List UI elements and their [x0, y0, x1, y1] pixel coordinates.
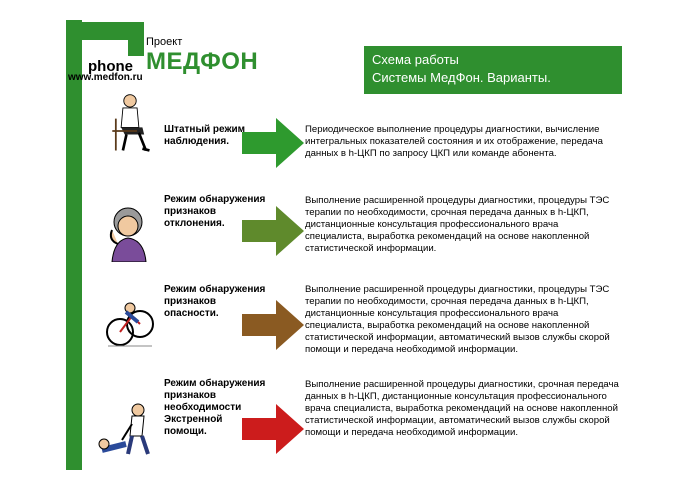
description-line: врача специалиста, выработка рекомендаци… — [305, 403, 618, 414]
mode-label-line: признаков — [164, 390, 216, 401]
green-vertical-bar — [66, 20, 82, 470]
mode-label-line: Режим обнаружения — [164, 284, 266, 295]
description-line: помощи и передача необходимой информации… — [305, 427, 519, 438]
mode-label-line: необходимости — [164, 402, 242, 413]
mode-label-normal: Штатный режим наблюдения. — [164, 124, 274, 148]
description-line: специалиста, выработка рекомендаций на о… — [305, 320, 590, 331]
description-line: статистической информации. — [305, 243, 437, 254]
page-title: Схема работы Системы МедФон. Варианты. — [364, 46, 622, 94]
mode-label-emergency: Режим обнаружения признаков необходимост… — [164, 378, 274, 438]
mode-label-line: Режим обнаружения — [164, 194, 266, 205]
mode-label-deviation: Режим обнаружения признаков отклонения. — [164, 194, 274, 230]
title-line-1: Схема работы — [372, 52, 459, 67]
mode-label-line: признаков — [164, 296, 216, 307]
mode-label-line: признаков — [164, 206, 216, 217]
logo-brand-text: МЕДФОН — [146, 48, 259, 75]
logo-proekt-text: Проект — [146, 36, 183, 48]
logo-h-shape-right — [128, 22, 144, 56]
mode-label-line: Режим обнаружения — [164, 378, 266, 389]
arrow-right-icon — [242, 300, 304, 350]
description-line: данных в h-ЦКП, дистанционные консультац… — [305, 391, 607, 402]
mode-label-line: опасности. — [164, 308, 219, 319]
description-line: дистанционные консультация профессиональ… — [305, 219, 559, 230]
arrow-right-icon — [242, 404, 304, 454]
description-line: данных в h-ЦКП по запросу ЦКП или команд… — [305, 148, 557, 159]
description-line: терапии по необходимости, срочная переда… — [305, 296, 589, 307]
description-line: Периодическое выполнение процедуры диагн… — [305, 124, 600, 135]
bicycle-crash-icon — [106, 302, 154, 347]
unwell-woman-icon — [109, 207, 147, 262]
mode-description-danger: Выполнение расширенной процедуры диагнос… — [305, 284, 635, 356]
mode-label-line: Экстренной — [164, 414, 223, 425]
description-line: статистической информации, автоматически… — [305, 332, 610, 343]
man-sitting-icon — [112, 94, 150, 152]
description-line: Выполнение расширенной процедуры диагнос… — [305, 284, 610, 295]
description-line: терапии по необходимости, срочная переда… — [305, 207, 589, 218]
title-line-2: Системы МедФон. Варианты. — [372, 70, 551, 85]
mode-label-danger: Режим обнаружения признаков опасности. — [164, 284, 274, 320]
description-line: интегральных показателей состояния и их … — [305, 136, 603, 147]
logo-url-link[interactable]: www.medfon.ru — [68, 72, 143, 83]
mode-description-normal: Периодическое выполнение процедуры диагн… — [305, 124, 635, 160]
arrow-right-icon — [242, 118, 304, 168]
mode-label-line: Штатный режим — [164, 124, 246, 135]
mode-description-deviation: Выполнение расширенной процедуры диагнос… — [305, 195, 635, 255]
arrow-right-icon — [242, 206, 304, 256]
description-line: Выполнение расширенной процедуры диагнос… — [305, 195, 610, 206]
first-aid-icon — [98, 403, 150, 455]
logo-phone-text: phone — [88, 58, 133, 75]
description-line: дистанционные консультация профессиональ… — [305, 308, 559, 319]
mode-description-emergency: Выполнение расширенной процедуры диагнос… — [305, 379, 635, 439]
medfon-logo[interactable]: phone Проект МЕДФОН www.medfon.ru — [66, 18, 266, 88]
description-line: Выполнение расширенной процедуры диагнос… — [305, 379, 619, 390]
description-line: статистической информации, автоматически… — [305, 415, 610, 426]
mode-label-line: помощи. — [164, 426, 207, 437]
logo-h-shape-top — [66, 22, 144, 40]
description-line: специалиста, выработка рекомендаций на о… — [305, 231, 590, 242]
mode-label-line: наблюдения. — [164, 136, 229, 147]
mode-label-line: отклонения. — [164, 218, 225, 229]
description-line: помощи и передача необходимой информации… — [305, 344, 519, 355]
